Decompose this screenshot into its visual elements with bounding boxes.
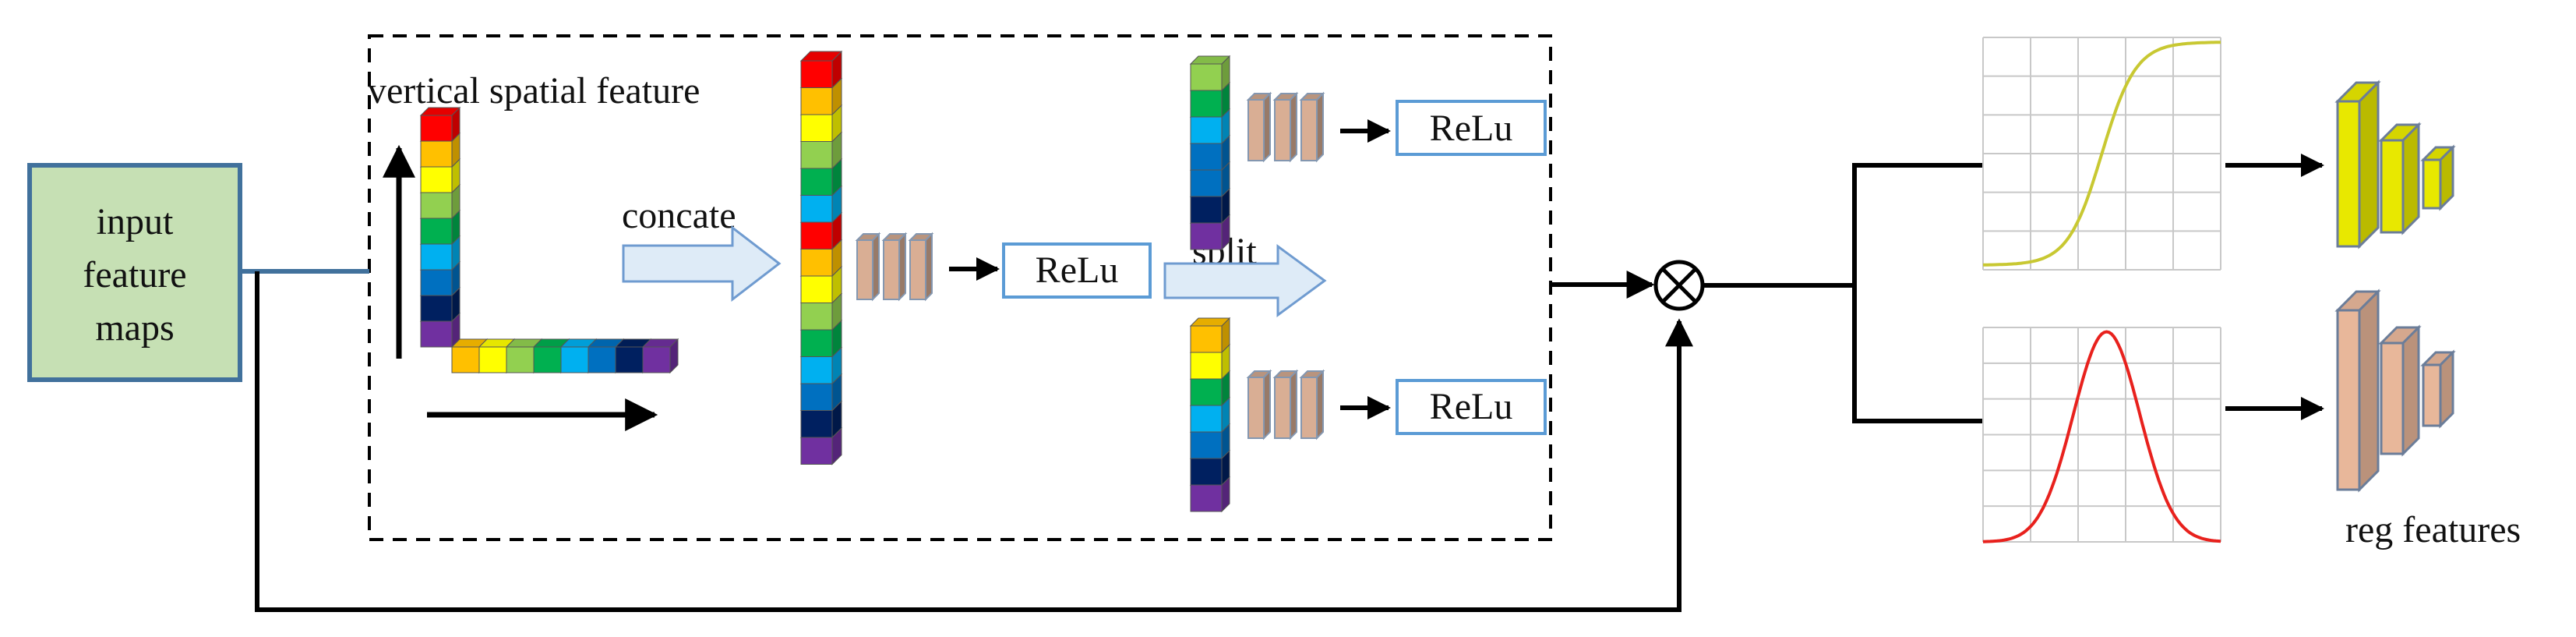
conv-slab-1 (1272, 91, 1299, 163)
concate-arrow (622, 225, 782, 303)
conv-slab-0 (1246, 91, 1272, 163)
relu-box-main: ReLu (1002, 242, 1152, 299)
top-cube-0 (1189, 55, 1231, 92)
reg-block-medium (2378, 324, 2422, 457)
l-vertical-cube-0 (419, 106, 461, 143)
cls-block-small (2420, 144, 2456, 211)
conv-slab-0 (1246, 369, 1272, 441)
vertical-spatial-feature-label: vertical spatial feature (368, 70, 700, 111)
split-arrow (1163, 244, 1327, 317)
cls-feature-blocks (2334, 80, 2456, 249)
residual-skip-line (255, 271, 1693, 612)
conv-slab-2 (908, 232, 934, 302)
l-horizontal-cube-7 (641, 338, 679, 374)
relu-bottom-label: ReLu (1430, 386, 1513, 427)
input-label-line-2: feature (83, 254, 186, 295)
conv-slab-1 (1272, 369, 1299, 441)
split-bottom-column (1189, 317, 1231, 513)
plot-curve (1982, 41, 2221, 267)
conv-layers-bottom (1246, 369, 1325, 441)
input-feature-maps-box: input feature maps (27, 163, 242, 382)
relu-box-top: ReLu (1396, 100, 1547, 156)
reg-feature-blocks (2334, 288, 2456, 493)
conv-layers-top (1246, 91, 1325, 163)
relu-box-bottom: ReLu (1396, 379, 1547, 435)
conv-slab-2 (1299, 91, 1325, 163)
sigmoid-plot-icon (1982, 37, 2221, 271)
cls-block-medium (2378, 122, 2422, 235)
cls-block-large (2334, 80, 2381, 249)
split-top-column (1189, 55, 1231, 251)
input-label-line-1: input (97, 201, 174, 242)
relu-top-label: ReLu (1430, 108, 1513, 149)
reg-block-large (2334, 288, 2381, 493)
reg-block-small (2420, 349, 2456, 429)
bottom-cube-0 (1189, 317, 1231, 354)
relu-main-label: ReLu (1036, 249, 1119, 291)
gaussian-plot-icon (1982, 327, 2221, 543)
concat-cube-0 (799, 50, 843, 89)
concate-label: concate (622, 195, 736, 236)
reg-features-label: reg features (2345, 509, 2521, 550)
plot-curve (1982, 330, 2221, 543)
conv-slab-1 (881, 232, 908, 302)
multiply-icon (1653, 260, 1705, 311)
concatenated-feature-column (799, 50, 843, 465)
module-frame (368, 34, 1552, 541)
conv-slab-0 (855, 232, 881, 302)
conv-slab-2 (1299, 369, 1325, 441)
spatial-feature-l-shape (419, 106, 679, 374)
conv-layers-main (855, 232, 934, 302)
input-label-line-3: maps (95, 307, 174, 349)
